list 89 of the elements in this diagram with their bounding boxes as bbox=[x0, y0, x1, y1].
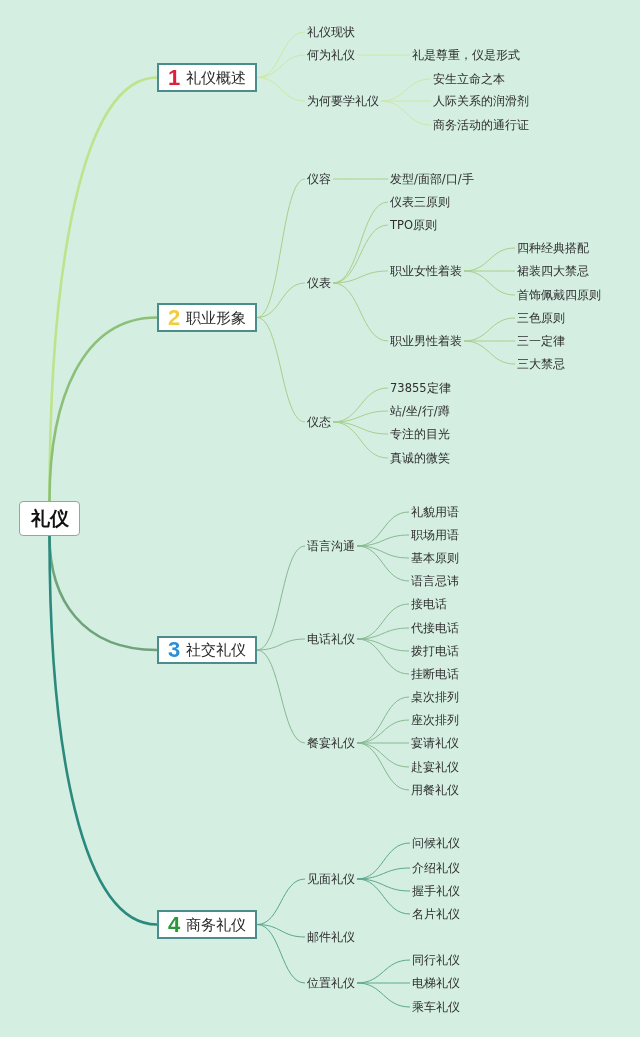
connector-line bbox=[256, 649, 306, 744]
subtopic-label: 邮件礼仪 bbox=[305, 930, 357, 944]
connector-line bbox=[332, 421, 389, 435]
detail-label: 挂断电话 bbox=[409, 667, 461, 681]
branch-line bbox=[48, 536, 158, 926]
detail-label: 安生立命之本 bbox=[431, 72, 507, 86]
connector-line bbox=[256, 317, 306, 423]
topic-box bbox=[157, 910, 257, 939]
connector-line bbox=[380, 100, 432, 126]
detail-label: 电梯礼仪 bbox=[410, 976, 462, 990]
detail-label: 乘车礼仪 bbox=[410, 1000, 462, 1014]
connector-line bbox=[356, 878, 411, 892]
detail-label: 站/坐/行/蹲 bbox=[388, 404, 452, 418]
detail-label: 73855定律 bbox=[388, 381, 453, 395]
connector-line bbox=[356, 545, 410, 582]
connector-line bbox=[356, 982, 411, 1008]
connector-line bbox=[356, 638, 410, 675]
detail-label: 名片礼仪 bbox=[410, 907, 462, 921]
subtopic-label: 仪容 bbox=[305, 172, 333, 186]
connector-line bbox=[356, 742, 410, 768]
topic-title: 商务礼仪 bbox=[186, 915, 247, 934]
topic-number: 4 bbox=[167, 912, 181, 937]
detail-label: 礼是尊重，仪是形式 bbox=[410, 48, 522, 62]
detail-label: 接电话 bbox=[409, 597, 449, 611]
detail-label: 职业男性着装 bbox=[388, 334, 464, 348]
connector-line bbox=[256, 77, 306, 102]
connector-line bbox=[356, 638, 410, 652]
detail-label: 仪表三原则 bbox=[388, 195, 452, 209]
subtopic-label: 语言沟通 bbox=[305, 539, 357, 553]
detail-label: 人际关系的润滑剂 bbox=[431, 94, 531, 108]
connector-line bbox=[332, 270, 389, 284]
topic-box bbox=[157, 63, 257, 92]
detail-label: TPO原则 bbox=[388, 218, 439, 232]
detail-label: 职场用语 bbox=[409, 528, 461, 542]
detail-label: 语言忌讳 bbox=[409, 574, 461, 588]
subtopic-label: 仪表 bbox=[305, 276, 333, 290]
subtopic-label: 电话礼仪 bbox=[305, 632, 357, 646]
subtopic-label: 礼仪现状 bbox=[305, 25, 357, 39]
subtopic-label: 餐宴礼仪 bbox=[305, 736, 357, 750]
detail-label: 商务活动的通行证 bbox=[431, 118, 531, 132]
topic-title: 社交礼仪 bbox=[186, 641, 247, 659]
detail-label: 代接电话 bbox=[409, 621, 461, 635]
subtopic-label: 仪态 bbox=[305, 415, 333, 429]
connector-line bbox=[256, 924, 306, 984]
detail-label: 真诚的微笑 bbox=[388, 451, 452, 465]
connector-line bbox=[256, 178, 306, 318]
detail-label: 赴宴礼仪 bbox=[409, 760, 461, 774]
topic-number: 2 bbox=[167, 305, 181, 330]
detail-label: 宴请礼仪 bbox=[409, 736, 461, 750]
detail-label: 介绍礼仪 bbox=[410, 861, 462, 875]
detail-label: 职业女性着装 bbox=[388, 264, 464, 278]
connector-line bbox=[332, 421, 389, 459]
detail-label: 基本原则 bbox=[409, 551, 461, 565]
connector-line bbox=[332, 178, 389, 180]
topic-title: 礼仪概述 bbox=[186, 68, 247, 87]
detail-label: 拨打电话 bbox=[409, 644, 461, 658]
detail-label: 同行礼仪 bbox=[410, 953, 462, 967]
subtopic-label: 见面礼仪 bbox=[305, 872, 357, 886]
central-topic-box: 礼仪 bbox=[19, 501, 80, 536]
topic-title: 职业形象 bbox=[186, 308, 247, 327]
detail-label: 用餐礼仪 bbox=[409, 783, 461, 797]
detail-label: 三大禁忌 bbox=[515, 357, 567, 371]
subtopic-label: 何为礼仪 bbox=[305, 48, 357, 62]
detail-label: 座次排列 bbox=[409, 713, 461, 727]
connector-line bbox=[356, 878, 411, 915]
subtopic-label: 为何要学礼仪 bbox=[305, 94, 381, 108]
detail-label: 首饰佩戴四原则 bbox=[515, 288, 603, 302]
connector-line bbox=[332, 282, 389, 342]
connector-line bbox=[256, 638, 306, 651]
detail-label: 握手礼仪 bbox=[410, 884, 462, 898]
detail-label: 四种经典搭配 bbox=[515, 241, 591, 255]
connector-line bbox=[356, 545, 410, 559]
detail-label: 三一定律 bbox=[515, 334, 567, 348]
connector-line bbox=[463, 340, 516, 365]
detail-label: 专注的目光 bbox=[388, 427, 452, 441]
connector-line bbox=[463, 270, 516, 296]
detail-label: 问候礼仪 bbox=[410, 836, 462, 850]
topic-number: 1 bbox=[167, 65, 181, 90]
topic-box bbox=[157, 303, 257, 332]
topic-number: 3 bbox=[167, 638, 181, 662]
topic-box bbox=[157, 636, 257, 664]
connector-line bbox=[356, 742, 410, 791]
branch-line bbox=[48, 316, 158, 502]
detail-label: 桌次排列 bbox=[409, 690, 461, 704]
subtopic-label: 位置礼仪 bbox=[305, 976, 357, 990]
detail-label: 三色原则 bbox=[515, 311, 567, 325]
detail-label: 裙装四大禁忌 bbox=[515, 264, 591, 278]
detail-label: 礼貌用语 bbox=[409, 505, 461, 519]
detail-label: 发型/面部/口/手 bbox=[388, 172, 476, 186]
